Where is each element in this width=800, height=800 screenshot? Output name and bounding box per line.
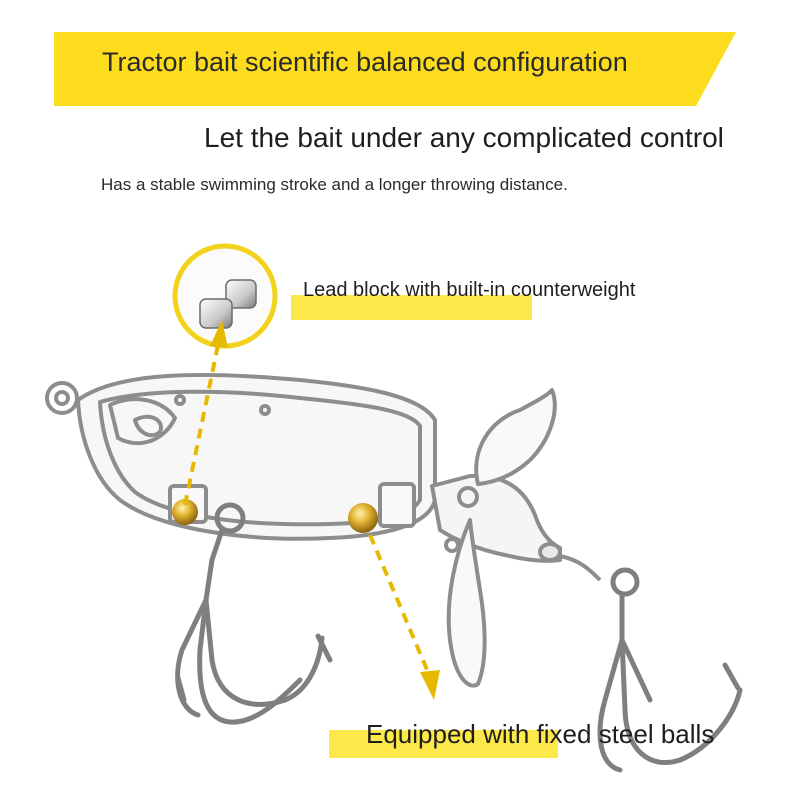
steel-ball-arrow [368,534,440,700]
lead-block-zoom [172,243,278,349]
front-treble-hook [175,502,333,725]
steel-ball-marker [348,503,378,533]
title-banner: Tractor bait scientific balanced configu… [54,32,736,106]
lead-block-callout: Lead block with built-in counterweight [303,279,636,301]
headline: Let the bait under any complicated contr… [204,122,724,153]
lead-arrow [183,320,228,506]
banner-shape [54,32,736,106]
lead-weight-marker [172,499,198,525]
steel-balls-callout: Equipped with fixed steel balls [366,719,715,749]
lead-callout-highlight [291,295,532,320]
lure-body [45,372,602,582]
lead-cube-icon [199,279,257,329]
banner-title: Tractor bait scientific balanced configu… [102,47,628,77]
rear-treble-hook [597,567,743,773]
steel-callout-highlight [329,730,558,758]
subheadline: Has a stable swimming stroke and a longe… [101,175,568,194]
propeller [446,388,557,688]
